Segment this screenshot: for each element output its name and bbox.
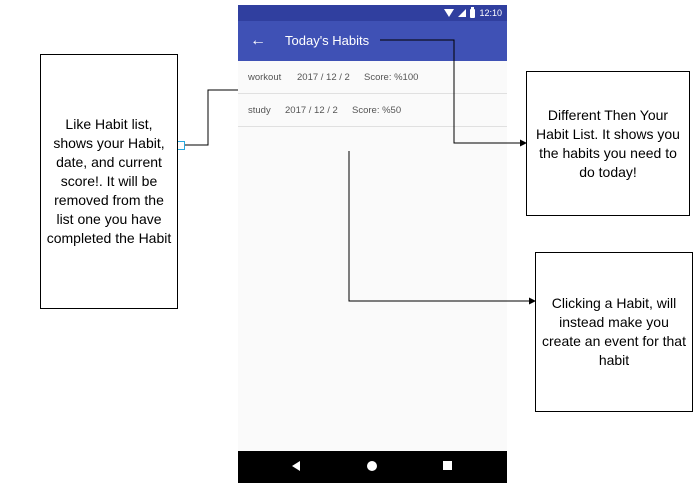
annotation-right-top-text: Different Then Your Habit List. It shows… — [536, 106, 680, 180]
annotation-left-text: Like Habit list, shows your Habit, date,… — [46, 116, 172, 246]
habit-name: study — [248, 105, 271, 116]
page-title: Today's Habits — [285, 33, 370, 48]
navigation-bar — [238, 451, 507, 483]
app-bar: ← Today's Habits — [238, 21, 507, 61]
battery-icon — [470, 6, 476, 18]
annotation-right-bottom: Clicking a Habit, will instead make you … — [535, 252, 693, 412]
back-arrow-icon[interactable]: ← — [250, 32, 266, 49]
habit-date: 2017 / 12 / 2 — [285, 105, 338, 116]
wifi-icon — [444, 9, 455, 17]
nav-recent-icon[interactable] — [443, 461, 452, 470]
title-connector — [380, 39, 527, 147]
habit-date: 2017 / 12 / 2 — [297, 72, 350, 83]
left-note-connector — [183, 89, 238, 146]
status-time: 12:10 — [479, 8, 502, 18]
annotation-left: Like Habit list, shows your Habit, date,… — [40, 54, 178, 309]
nav-home-icon[interactable] — [367, 461, 377, 471]
annotation-right-bottom-text: Clicking a Habit, will instead make you … — [542, 295, 686, 368]
status-icons: 12:10 — [444, 6, 502, 20]
habit-list: workout 2017 / 12 / 2 Score: %100 study … — [238, 61, 507, 127]
signal-icon — [458, 9, 467, 17]
habit-score: Score: %100 — [364, 72, 419, 83]
nav-back-icon[interactable] — [292, 461, 300, 471]
phone-screen: 12:10 ← Today's Habits workout 2017 / 12… — [238, 5, 507, 483]
habit-name: workout — [248, 72, 282, 83]
list-connector — [348, 151, 536, 305]
status-bar: 12:10 — [238, 5, 507, 21]
habit-row[interactable]: study 2017 / 12 / 2 Score: %50 — [238, 94, 507, 127]
habit-score: Score: %50 — [352, 105, 402, 116]
annotation-right-top: Different Then Your Habit List. It shows… — [526, 71, 690, 216]
habit-row[interactable]: workout 2017 / 12 / 2 Score: %100 — [238, 61, 507, 94]
